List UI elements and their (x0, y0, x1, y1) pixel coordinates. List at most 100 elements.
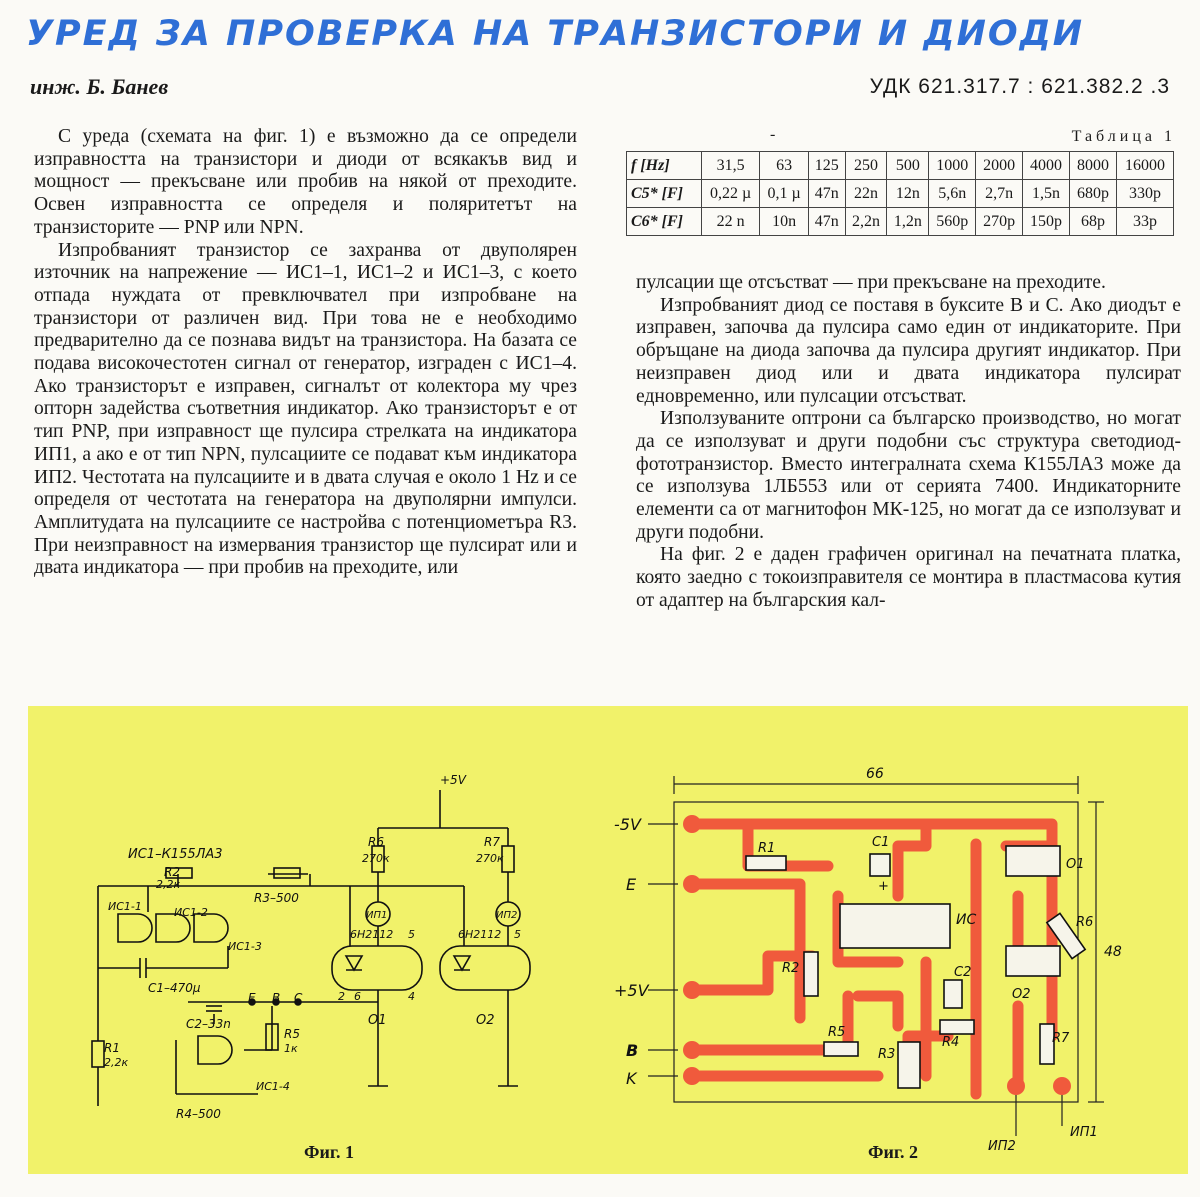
row-header: C6* [F] (626, 207, 702, 236)
fig1-label: 6Н2112 (458, 928, 501, 941)
fig2-label: O1 (1066, 857, 1085, 872)
figures-panel: +5V ИС1–К155ЛА3 R6 270к R7 270к R2 2,2к … (28, 706, 1188, 1174)
fig1-label: R1 (104, 1041, 120, 1055)
fig2-label: ИС (956, 912, 976, 928)
fig1-label: C1–470µ (148, 981, 201, 995)
fig2-label: C1 (872, 835, 889, 850)
table-cell: 125 (807, 151, 846, 180)
fig2-label: E (626, 875, 637, 894)
fig1-label: 6Н2112 (350, 928, 393, 941)
fig1-label: ИС1–К155ЛА3 (128, 847, 223, 862)
fig1-label: 5 (514, 928, 521, 941)
fig1-label: B (272, 991, 280, 1005)
table-cell: 330p (1115, 179, 1175, 208)
table-cell: 270p (975, 207, 1024, 236)
table-cell: 560p (928, 207, 977, 236)
fig1-label: +5V (440, 773, 467, 787)
udk-code: УДК 621.317.7 : 621.382.2 .3 (869, 75, 1170, 98)
table-cell: 12n (886, 179, 930, 208)
table-cell: 47n (807, 179, 846, 208)
table-cell: 500 (886, 151, 930, 180)
table-cell: 1000 (928, 151, 977, 180)
fig1-label: 5 (408, 928, 415, 941)
fig1-label: 2,2к (156, 878, 180, 891)
fig2-label: 48 (1104, 944, 1122, 960)
table-cell: 8000 (1068, 151, 1117, 180)
table-cell: 63 (759, 151, 809, 180)
fig2-label: K (626, 1069, 638, 1088)
fig1-label: 1к (284, 1042, 298, 1055)
fig2-label: R5 (828, 1025, 845, 1040)
author: инж. Б. Банев (30, 74, 169, 99)
table-caption: Таблица 1 (1071, 128, 1176, 145)
fig1-label: O2 (476, 1013, 495, 1028)
fig1-label: 2,2к (104, 1056, 128, 1069)
row-header: f [Hz] (626, 151, 702, 180)
fig1-label: ИС1-3 (228, 940, 262, 953)
fig1-label: ИП2 (496, 910, 517, 921)
paragraph: На фиг. 2 е даден графичен оригинал на п… (636, 544, 1181, 611)
table-cell: 5,6n (928, 179, 977, 208)
fig1-label: ИС1-1 (108, 900, 142, 913)
table-cell: 2,7n (975, 179, 1024, 208)
fig1-label: 270к (476, 852, 504, 865)
fig1-label: R2 (164, 865, 180, 879)
table-cell: 2000 (975, 151, 1024, 180)
fig1-label: 2 (338, 990, 345, 1003)
paragraph: Изпробваният диод се поставя в буксите B… (636, 294, 1181, 407)
pcb-layout: 66 48 -5V E +5V B K R1 C1 + ИС O1 R6 R2 … (614, 766, 1122, 1154)
table-cell: 47n (807, 207, 846, 236)
table-cell: 31,5 (700, 151, 761, 180)
fig2-label: C2 (954, 965, 971, 980)
fig2-label: R6 (1076, 915, 1093, 930)
figure-1-caption: Фиг. 1 (304, 1142, 354, 1162)
fig2-label: R3 (878, 1047, 895, 1062)
fig2-label: -5V (614, 815, 642, 834)
fig1-label: O1 (368, 1013, 387, 1028)
figure-2-caption: Фиг. 2 (868, 1142, 918, 1162)
fig2-label: O2 (1012, 987, 1031, 1002)
fig2-label: 66 (866, 766, 884, 782)
fig1-label: ИП1 (366, 910, 387, 921)
fig2-label: R1 (758, 841, 775, 856)
table-cell: 4000 (1022, 151, 1070, 180)
fig1-label: C (294, 991, 303, 1005)
fig2-label: R2 (782, 961, 799, 976)
table-cell: 0,1 µ (759, 179, 809, 208)
fig2-label: +5V (614, 981, 650, 1000)
fig2-label: R4 (942, 1035, 959, 1050)
paragraph: С уреда (схемата на фиг. 1) е възможно д… (34, 126, 577, 238)
fig2-label: ИП2 (988, 1139, 1016, 1154)
table-cell: 68p (1068, 207, 1117, 236)
table-cell: 2,2n (844, 207, 888, 236)
fig1-label: ИС1-2 (174, 906, 208, 919)
table-cell: 1,2n (886, 207, 930, 236)
fig1-label: E (248, 991, 256, 1005)
fig1-label: 270к (362, 852, 390, 865)
paragraph: Използуваните оптрони са българско произ… (636, 408, 1181, 543)
fig1-label: 6 (354, 990, 361, 1003)
fig1-label: ИС1-4 (256, 1080, 290, 1093)
fig1-label: R5 (284, 1027, 300, 1041)
row-header: C5* [F] (626, 179, 702, 208)
fig1-label: R7 (484, 835, 500, 849)
fig1-label: R3–500 (254, 891, 299, 905)
table-cell: 1,5n (1022, 179, 1070, 208)
text-column-1: С уреда (схемата на фиг. 1) е възможно д… (34, 126, 577, 580)
fig2-label: B (626, 1041, 638, 1060)
table-cell: 250 (844, 151, 888, 180)
fig1-label: C2–33n (186, 1017, 231, 1031)
table-cell: 16000 (1115, 151, 1175, 180)
fig1-label: R6 (368, 835, 384, 849)
fig2-label: + (878, 879, 889, 894)
article-title: УРЕД ЗА ПРОВЕРКА НА ТРАНЗИСТОРИ И ДИОДИ (26, 14, 1085, 54)
table-cell: 0,22 µ (700, 179, 761, 208)
table-cell: 22 n (700, 207, 761, 236)
table-cell: 150p (1022, 207, 1070, 236)
fig2-label: R7 (1052, 1031, 1070, 1046)
